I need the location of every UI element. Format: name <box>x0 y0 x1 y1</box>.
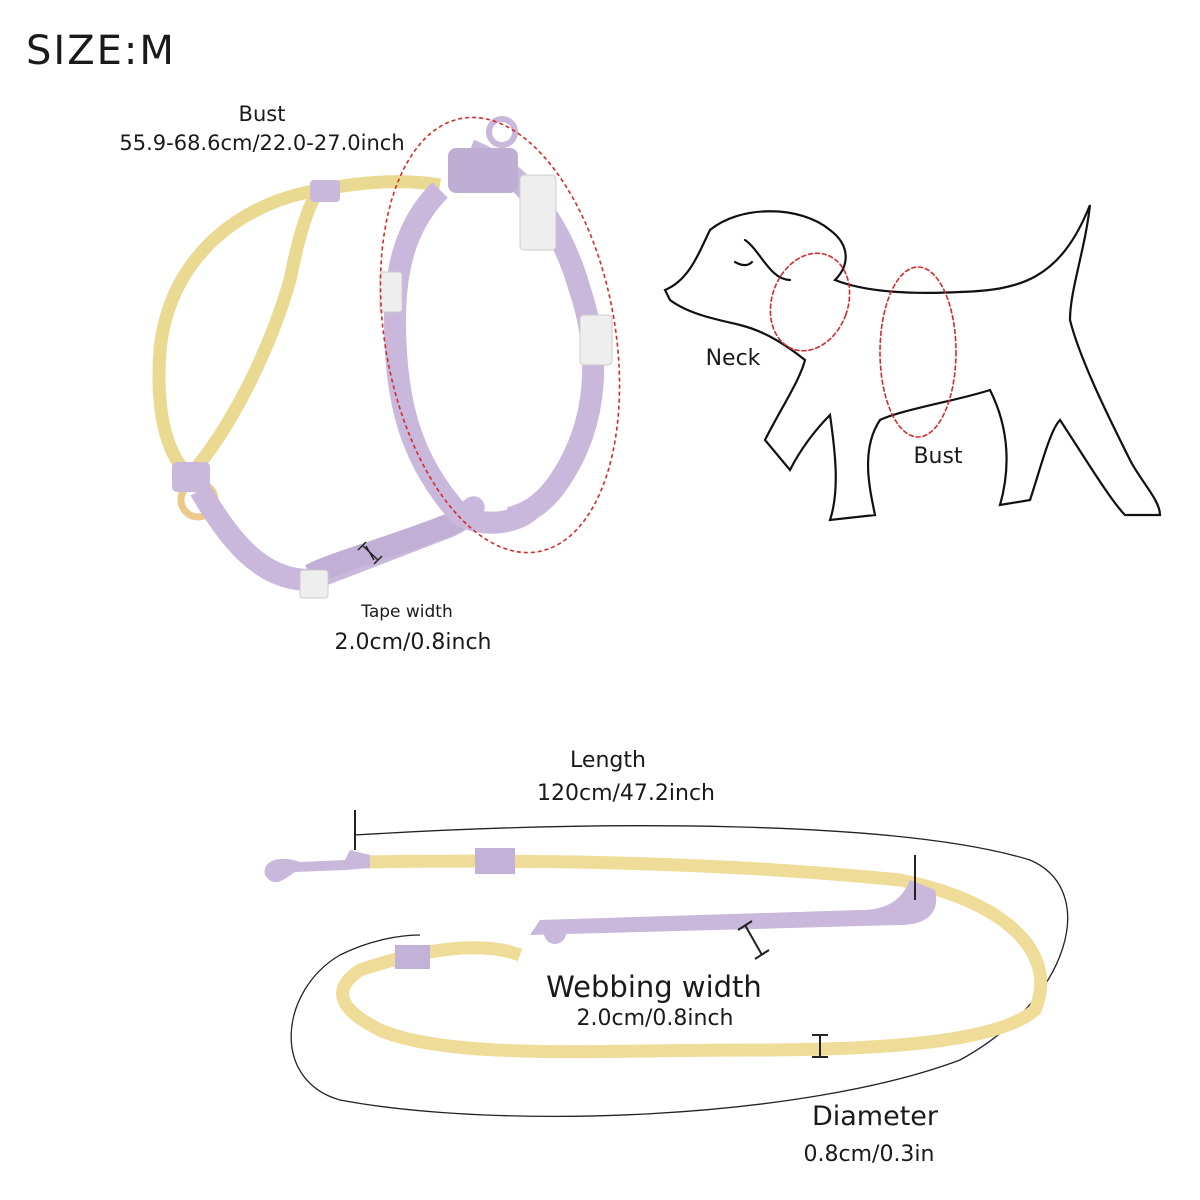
tape-width-value: 2.0cm/0.8inch <box>334 630 492 655</box>
harness-bust-value: 55.9-68.6cm/22.0-27.0inch <box>119 131 405 155</box>
webbing-width-value: 2.0cm/0.8inch <box>576 1006 734 1031</box>
harness-bust-label: Bust <box>238 102 286 126</box>
size-title: SIZE:M <box>26 28 176 74</box>
webbing-width-label: Webbing width <box>546 970 762 1004</box>
leash-length-value: 120cm/47.2inch <box>536 781 716 806</box>
diameter-label: Diameter <box>811 1101 939 1132</box>
tape-width-label: Tape width <box>361 602 453 622</box>
dog-neck-label: Neck <box>705 346 761 371</box>
dog-illustration <box>663 204 1162 522</box>
leash-length-label: Length <box>570 748 646 773</box>
diameter-value: 0.8cm/0.3in <box>803 1142 935 1167</box>
dog-bust-label: Bust <box>913 444 963 469</box>
harness-image <box>152 116 621 599</box>
leash-image <box>264 810 1069 1118</box>
